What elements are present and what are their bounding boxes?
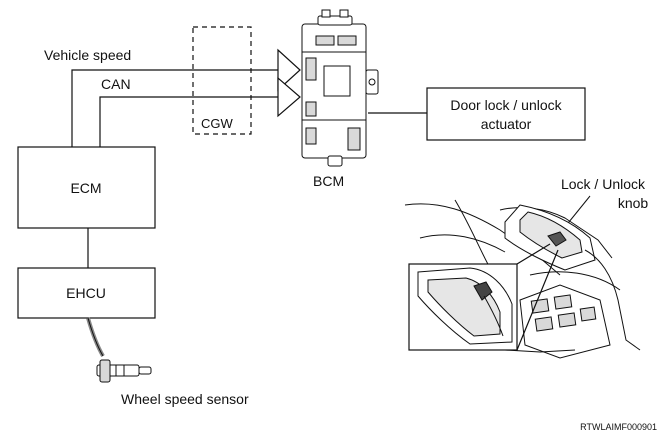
wheel-speed-sensor-icon <box>86 317 152 383</box>
ehcu-box <box>17 267 156 319</box>
lock-knob-detail-inset <box>408 243 559 351</box>
door-lock-actuator-label-line1: Door lock / unlock <box>450 97 562 113</box>
door-trim-illustration <box>404 199 641 359</box>
arrow-heads <box>277 48 301 118</box>
cgw-label: CGW <box>201 116 234 131</box>
figure-code: RTWLAIMF000901 <box>580 422 657 432</box>
vehicle-speed-label: Vehicle speed <box>44 47 131 63</box>
can-label: CAN <box>101 76 131 92</box>
cgw-box <box>192 26 252 135</box>
lock-unlock-knob-label-line2: knob <box>618 195 649 211</box>
can-wire <box>99 96 278 147</box>
ecm-label: ECM <box>70 180 101 196</box>
ehcu-label: EHCU <box>66 285 106 301</box>
can-arrow-icon <box>277 76 301 118</box>
door-lock-actuator-box <box>426 87 586 141</box>
wheel-speed-sensor-label: Wheel speed sensor <box>121 391 249 407</box>
vehicle-speed-arrow-icon <box>277 48 301 92</box>
lock-unlock-knob-label-line1: Lock / Unlock <box>561 176 646 192</box>
ecm-box <box>17 146 156 229</box>
bcm-module-icon <box>301 9 379 167</box>
door-lock-actuator-label-line2: actuator <box>481 116 532 132</box>
vehicle-speed-wire <box>71 69 278 147</box>
bcm-label: BCM <box>313 173 344 189</box>
signal-wires <box>71 69 427 268</box>
